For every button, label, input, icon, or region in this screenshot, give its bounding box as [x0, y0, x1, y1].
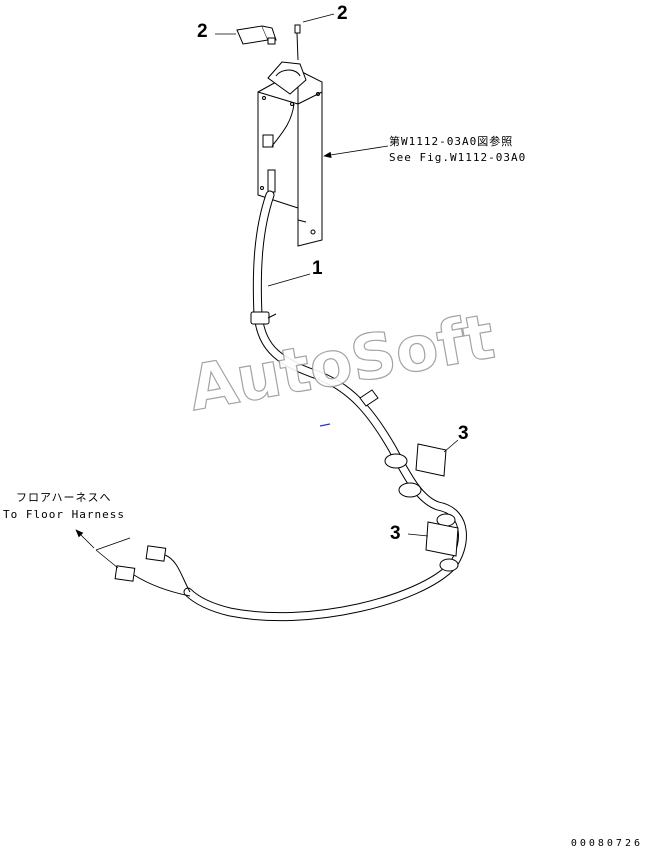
small-pin-part: [294, 13, 335, 61]
see-fig-leader: [323, 145, 389, 159]
floor-harness-note-en: To Floor Harness: [3, 508, 125, 521]
drawing-number: 00080726: [570, 838, 643, 849]
floor-harness-leader: [75, 529, 95, 549]
callout-part-1: 1: [312, 258, 323, 279]
callout-part-2-right: 2: [337, 3, 348, 24]
connector-clip-part: [215, 25, 277, 45]
see-fig-note-jp: 第W1112-03A0図参照: [389, 135, 514, 148]
blue-mark: [319, 423, 331, 427]
callout-part-3-upper: 3: [458, 423, 469, 444]
floor-harness-note-jp: フロアハーネスへ: [16, 491, 112, 504]
see-fig-note-en: See Fig.W1112-03A0: [389, 151, 527, 164]
floor-connectors: [95, 537, 191, 597]
callout-part-3-lower: 3: [390, 523, 401, 544]
callout-part-2-left: 2: [197, 21, 208, 42]
callout-leaders: [267, 273, 459, 537]
clamp-tags: [415, 443, 459, 557]
